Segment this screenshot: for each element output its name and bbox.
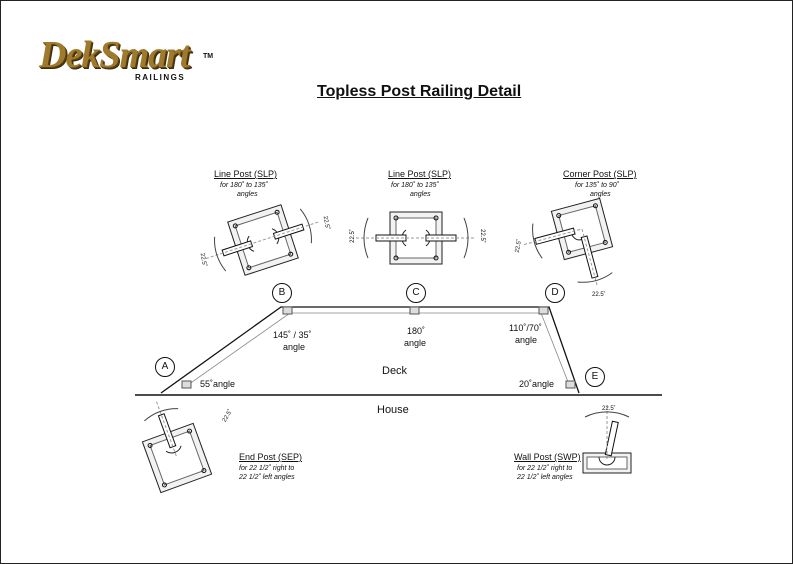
wall-post-detail: [582, 406, 632, 474]
line-post-c-note: for 180˚ to 135˚: [391, 182, 439, 189]
end-post-detail: [141, 401, 213, 494]
angle-label-d-word: angle: [515, 335, 538, 345]
brand-subtitle: RAILINGS: [135, 73, 186, 82]
angle-label-b: 145˚ / 35˚: [273, 330, 312, 340]
line-post-c-title: Line Post (SLP): [388, 169, 452, 179]
angle-label-e: 20˚angle: [519, 379, 555, 389]
corner-post-note-2: angles: [590, 191, 611, 198]
line-post-b-note: for 180˚ to 135˚: [220, 182, 268, 189]
corner-post-detail: [523, 197, 614, 288]
wall-post-angle: 22.5˚: [602, 406, 616, 412]
line-post-b-note-2: angles: [237, 191, 258, 198]
corner-post-note: for 135˚ to 90˚: [575, 182, 619, 189]
marker-a: A: [155, 357, 175, 377]
angle-label-c: 180˚: [407, 326, 426, 336]
marker-c: C: [406, 283, 426, 303]
post-symbol-d: [538, 306, 549, 315]
angle-label-b-word: angle: [283, 342, 306, 352]
corner-post-title: Corner Post (SLP): [563, 169, 637, 179]
house-label: House: [377, 404, 409, 416]
marker-e: E: [585, 367, 605, 387]
page-title: Topless Post Railing Detail: [317, 83, 522, 100]
marker-b: B: [272, 283, 292, 303]
end-post-note-2: 22 1/2˚ left angles: [239, 474, 295, 481]
line-post-c-detail: [356, 211, 476, 265]
post-symbol-a: [181, 380, 192, 389]
deck-outline: [160, 306, 580, 394]
angle-label-d: 110˚/70˚: [509, 323, 542, 333]
wall-post-note-2: 22 1/2˚ left angles: [517, 474, 573, 481]
trademark-mark: TM: [203, 53, 214, 60]
end-post-title: End Post (SEP): [239, 452, 303, 462]
line-post-b-detail: [205, 204, 321, 276]
wall-post-note: for 22 1/2˚ right to: [517, 465, 573, 472]
marker-d: D: [545, 283, 565, 303]
angle-label-a: 55˚angle: [200, 379, 236, 389]
line-post-b-title: Line Post (SLP): [214, 169, 278, 179]
corner-post-angle-bottom: 22.5˚: [592, 292, 606, 298]
angle-label-c-word: angle: [404, 338, 427, 348]
end-post-note: for 22 1/2˚ right to: [239, 465, 295, 472]
post-symbol-e: [565, 380, 576, 389]
wall-post-title: Wall Post (SWP): [514, 452, 581, 462]
post-symbol-b: [282, 306, 293, 315]
line-post-c-note-2: angles: [410, 191, 431, 198]
brand-logo: DekSmart: [39, 34, 190, 76]
deck-label: Deck: [382, 365, 408, 377]
post-symbol-c: [409, 306, 420, 315]
